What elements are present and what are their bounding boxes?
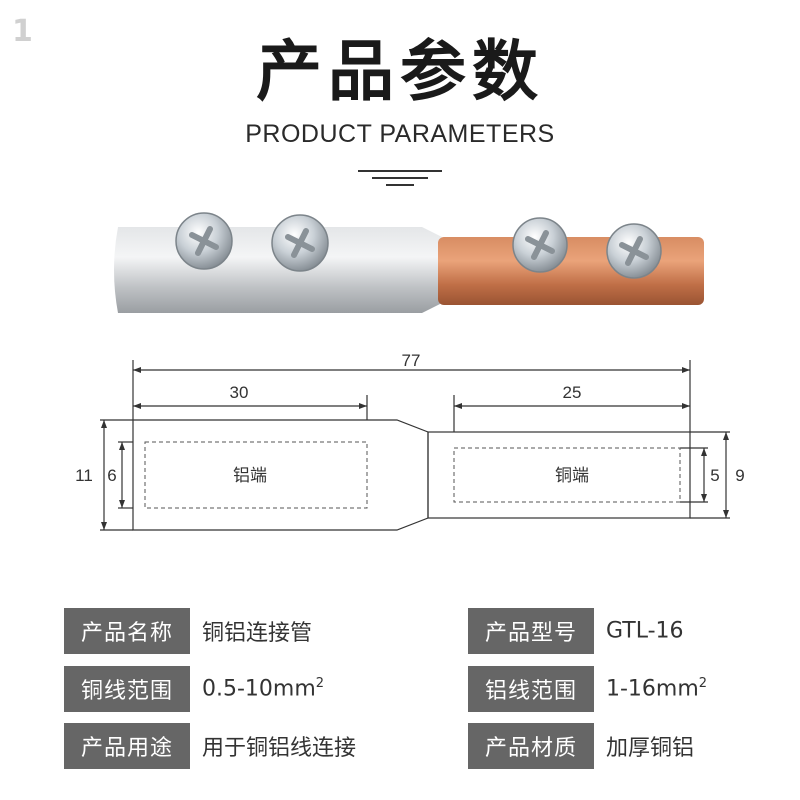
dim-copper-length: 25 (563, 383, 582, 402)
corner-index-mark: 1 (12, 14, 33, 49)
spec-row-copper-range: 铜线范围 0.5-10mm2 (64, 666, 324, 712)
spec-value: 1-16mm2 (606, 676, 708, 702)
spec-row-aluminum-range: 铝线范围 1-16mm2 (468, 666, 707, 712)
spec-row-usage: 产品用途 用于铜铝线连接 (64, 723, 356, 769)
phillips-screw-icon (512, 217, 568, 273)
dim-aluminum-outer: 11 (75, 466, 93, 485)
spec-label: 产品名称 (64, 608, 190, 654)
spec-label: 铝线范围 (468, 666, 594, 712)
dim-copper-outer: 9 (735, 466, 744, 485)
dim-copper-inner: 5 (710, 466, 719, 485)
product-photo (114, 212, 704, 313)
spec-label: 铜线范围 (64, 666, 190, 712)
dimension-drawing: 77 30 25 11 6 5 9 铝端 铜端 (75, 351, 745, 531)
spec-value: GTL-16 (606, 618, 684, 644)
title-underline-icon (358, 170, 442, 186)
spec-value: 用于铜铝线连接 (202, 736, 357, 761)
spec-label: 产品材质 (468, 723, 594, 769)
dim-aluminum-length: 30 (230, 383, 249, 402)
spec-value: 0.5-10mm2 (202, 676, 325, 702)
page-title: 产品参数 (256, 33, 544, 110)
dim-aluminum-inner: 6 (107, 466, 116, 485)
dim-total-length: 77 (402, 351, 421, 370)
copper-end-label: 铜端 (555, 466, 589, 486)
phillips-screw-icon (606, 223, 662, 279)
phillips-screw-icon (271, 214, 329, 272)
spec-label: 产品型号 (468, 608, 594, 654)
spec-row-product-name: 产品名称 铜铝连接管 (64, 608, 312, 654)
spec-row-material: 产品材质 加厚铜铝 (468, 723, 694, 769)
spec-value: 加厚铜铝 (606, 736, 695, 761)
aluminum-end-label: 铝端 (233, 466, 267, 486)
spec-label: 产品用途 (64, 723, 190, 769)
copper-barrel (438, 237, 704, 305)
spec-row-model: 产品型号 GTL-16 (468, 608, 684, 654)
page-subtitle: PRODUCT PARAMETERS (245, 120, 555, 148)
spec-value: 铜铝连接管 (202, 621, 313, 646)
phillips-screw-icon (175, 212, 233, 270)
